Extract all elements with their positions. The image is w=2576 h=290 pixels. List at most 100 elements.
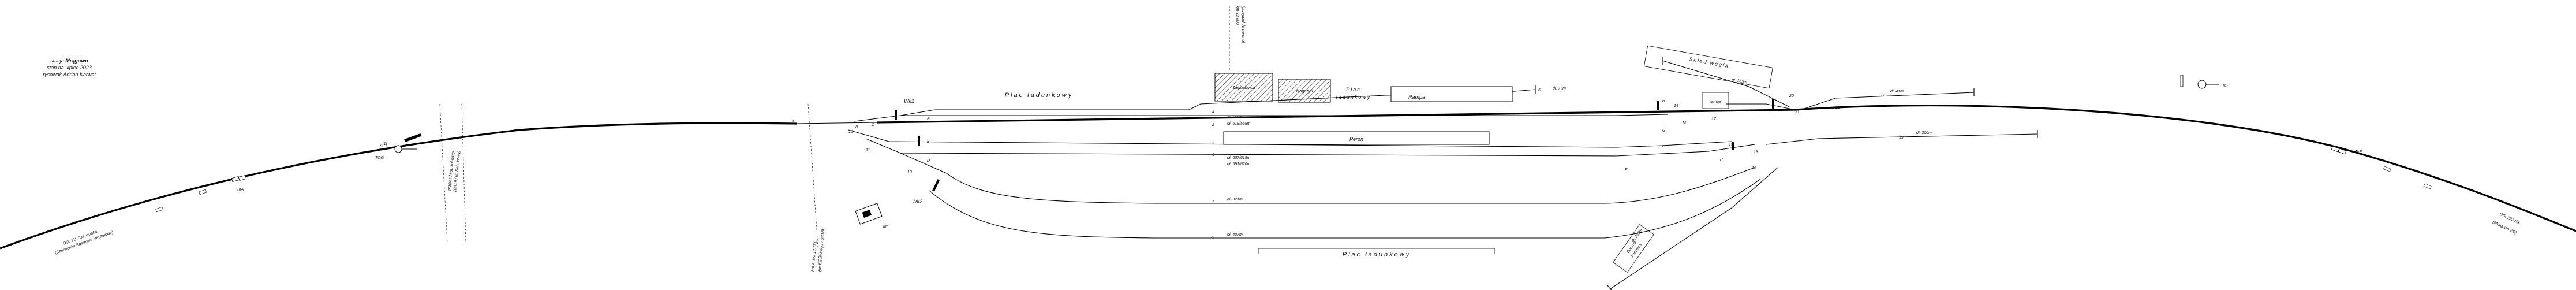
bocznica-box: Boczna bocznica: [1613, 224, 1654, 273]
signal-toe-label: ToE: [2355, 150, 2362, 154]
svg-text:10: 10: [848, 130, 853, 134]
svg-text:dł. 407m: dł. 407m: [1227, 233, 1243, 237]
peron-label: Peron: [1349, 136, 1363, 142]
km-marker-boxes: [155, 166, 2432, 213]
svg-text:17: 17: [1711, 117, 1717, 121]
svg-text:dł. 41m: dł. 41m: [1890, 90, 1904, 94]
signal-toe: ToE: [2331, 146, 2362, 155]
svg-text:21: 21: [1794, 110, 1800, 114]
plac-bottom-outline: [1258, 248, 1495, 254]
km-a-marker: km A: km 13,171 (ul. Okulickiego / DK16): [807, 103, 825, 272]
svg-text:19: 19: [1899, 136, 1904, 140]
nastawnia-box: [855, 203, 883, 225]
svg-text:3: 3: [1212, 142, 1214, 146]
svg-text:dł. 566m: dł. 566m: [1227, 116, 1243, 120]
throat-line-left: [796, 122, 878, 124]
left-crossing: przejazd kat. kol-drogi (DK59 / ul. Boh.…: [439, 103, 466, 243]
svg-text:12: 12: [1880, 94, 1885, 98]
signal-tof: ToF: [2197, 80, 2230, 89]
signal-toa: ToA: [231, 175, 247, 192]
track-19: [1766, 133, 2038, 145]
signal-post-right: [2180, 75, 2184, 87]
svg-text:20: 20: [1789, 94, 1794, 98]
main-line-left: [0, 122, 797, 250]
track-4: [854, 114, 1669, 122]
svg-text:16: 16: [1752, 166, 1756, 170]
plac-bottom-label: Plac ładunkowy: [1343, 251, 1411, 258]
sklad-wegla: Skład węgla: [1643, 45, 1773, 89]
buffer-stops: [1535, 57, 2038, 290]
magazyn-label: Magazyn: [1296, 90, 1313, 94]
track-14: [1726, 103, 1796, 110]
signal-letters: B E D C G H F M P R: [872, 99, 1723, 172]
signal-bar-left: [404, 133, 422, 142]
wk1-label: Wk1: [904, 98, 914, 104]
plac-top-label: Plac ładunkowy: [1005, 92, 1073, 99]
svg-text:D: D: [927, 159, 930, 163]
km-a-line1: km A: km 13,171: [811, 241, 818, 272]
svg-text:dł. 300m: dł. 300m: [1916, 131, 1932, 135]
svg-text:11: 11: [866, 148, 870, 153]
track-7: [900, 153, 1755, 204]
signal-toa-label: ToA: [237, 188, 244, 192]
km-a-line2: (ul. Okulickiego / DK16): [818, 229, 825, 272]
header-station: Mrągowo: [65, 58, 88, 64]
main-line-right: [1794, 104, 2576, 232]
svg-text:13: 13: [907, 170, 912, 174]
svg-text:dł. 591/620m: dł. 591/620m: [1227, 162, 1251, 166]
top-km-marker: km 33,900 (przejazd do peronu): [1229, 6, 1245, 72]
signal-tog: A[1] TOG: [375, 142, 417, 160]
track-17: [1610, 167, 1778, 289]
nastawnia-label: Mr: [883, 225, 888, 229]
svg-text:B: B: [927, 117, 930, 121]
header-line1: stacja: [50, 58, 64, 64]
svg-text:8: 8: [855, 125, 858, 129]
right-direction: OG, 223 Ełk (Mrągowo Ełk): [2492, 212, 2521, 235]
rampa-small-box: [1702, 92, 1729, 109]
svg-text:9: 9: [1212, 236, 1214, 240]
track-3: [848, 129, 1732, 148]
svg-text:E: E: [927, 140, 930, 144]
track-lengths: dł. 77m dł. 566m dł. 619/558m dł. 607/61…: [1227, 78, 1932, 243]
svg-text:dł. 607/619m: dł. 607/619m: [1227, 156, 1251, 160]
plac-mid-label-2: ładunkowy: [1336, 94, 1371, 100]
top-km-line2: (przejazd do peronu): [1241, 6, 1245, 43]
svg-text:dł. 77m: dł. 77m: [1553, 87, 1566, 91]
plac-mid-label-1: Plac: [1346, 87, 1361, 92]
left-direction: OG, 111 Czerwonka (Czerwonka Batorowo Re…: [54, 230, 114, 255]
header-block: stacja Mrągowo stan na: lipiec 2023 ryso…: [43, 58, 96, 77]
wk2-label: Wk2: [912, 199, 922, 205]
track-coal: [1662, 60, 1790, 107]
svg-text:R: R: [1662, 99, 1665, 103]
svg-text:G: G: [1662, 129, 1666, 133]
right-direction-line1: OG, 223 Ełk: [2499, 212, 2521, 225]
signal-a-label: A[1]: [379, 142, 388, 148]
track-12: [1800, 92, 1975, 110]
track-5: [865, 138, 1755, 157]
rampa-label: Rampa: [1408, 94, 1425, 100]
svg-text:dł. 155m: dł. 155m: [1732, 78, 1748, 85]
platform-peron: [1223, 131, 1490, 145]
svg-text:stacja Mrągowo: stacja Mrągowo: [50, 58, 88, 64]
top-km-line1: km 33,900: [1235, 6, 1239, 25]
track-2-main: [877, 109, 1796, 124]
svg-text:22: 22: [1835, 106, 1840, 110]
svg-text:7: 7: [1212, 200, 1215, 205]
svg-text:5: 5: [1212, 153, 1214, 157]
svg-text:6: 6: [1538, 88, 1541, 92]
header-line2: stan na: lipiec 2023: [47, 65, 92, 70]
svg-text:15: 15: [1729, 143, 1733, 147]
rampa-small-label: rampa: [1710, 100, 1721, 104]
svg-text:dł. 619/558m: dł. 619/558m: [1227, 122, 1251, 126]
station-signal-bars: [895, 99, 1774, 192]
track-9: [929, 179, 1761, 239]
platform-rampa: [1390, 86, 1513, 102]
svg-text:dł. 205m: dł. 205m: [1631, 228, 1643, 243]
building-magazyn: Magazyn: [1278, 79, 1331, 103]
sklad-wegla-label: Skład węgla: [1689, 56, 1730, 69]
svg-text:M: M: [1683, 121, 1686, 125]
svg-text:4: 4: [1212, 110, 1214, 114]
svg-text:P: P: [1720, 158, 1723, 162]
header-line3: rysował: Adrian Karwat: [43, 72, 96, 77]
